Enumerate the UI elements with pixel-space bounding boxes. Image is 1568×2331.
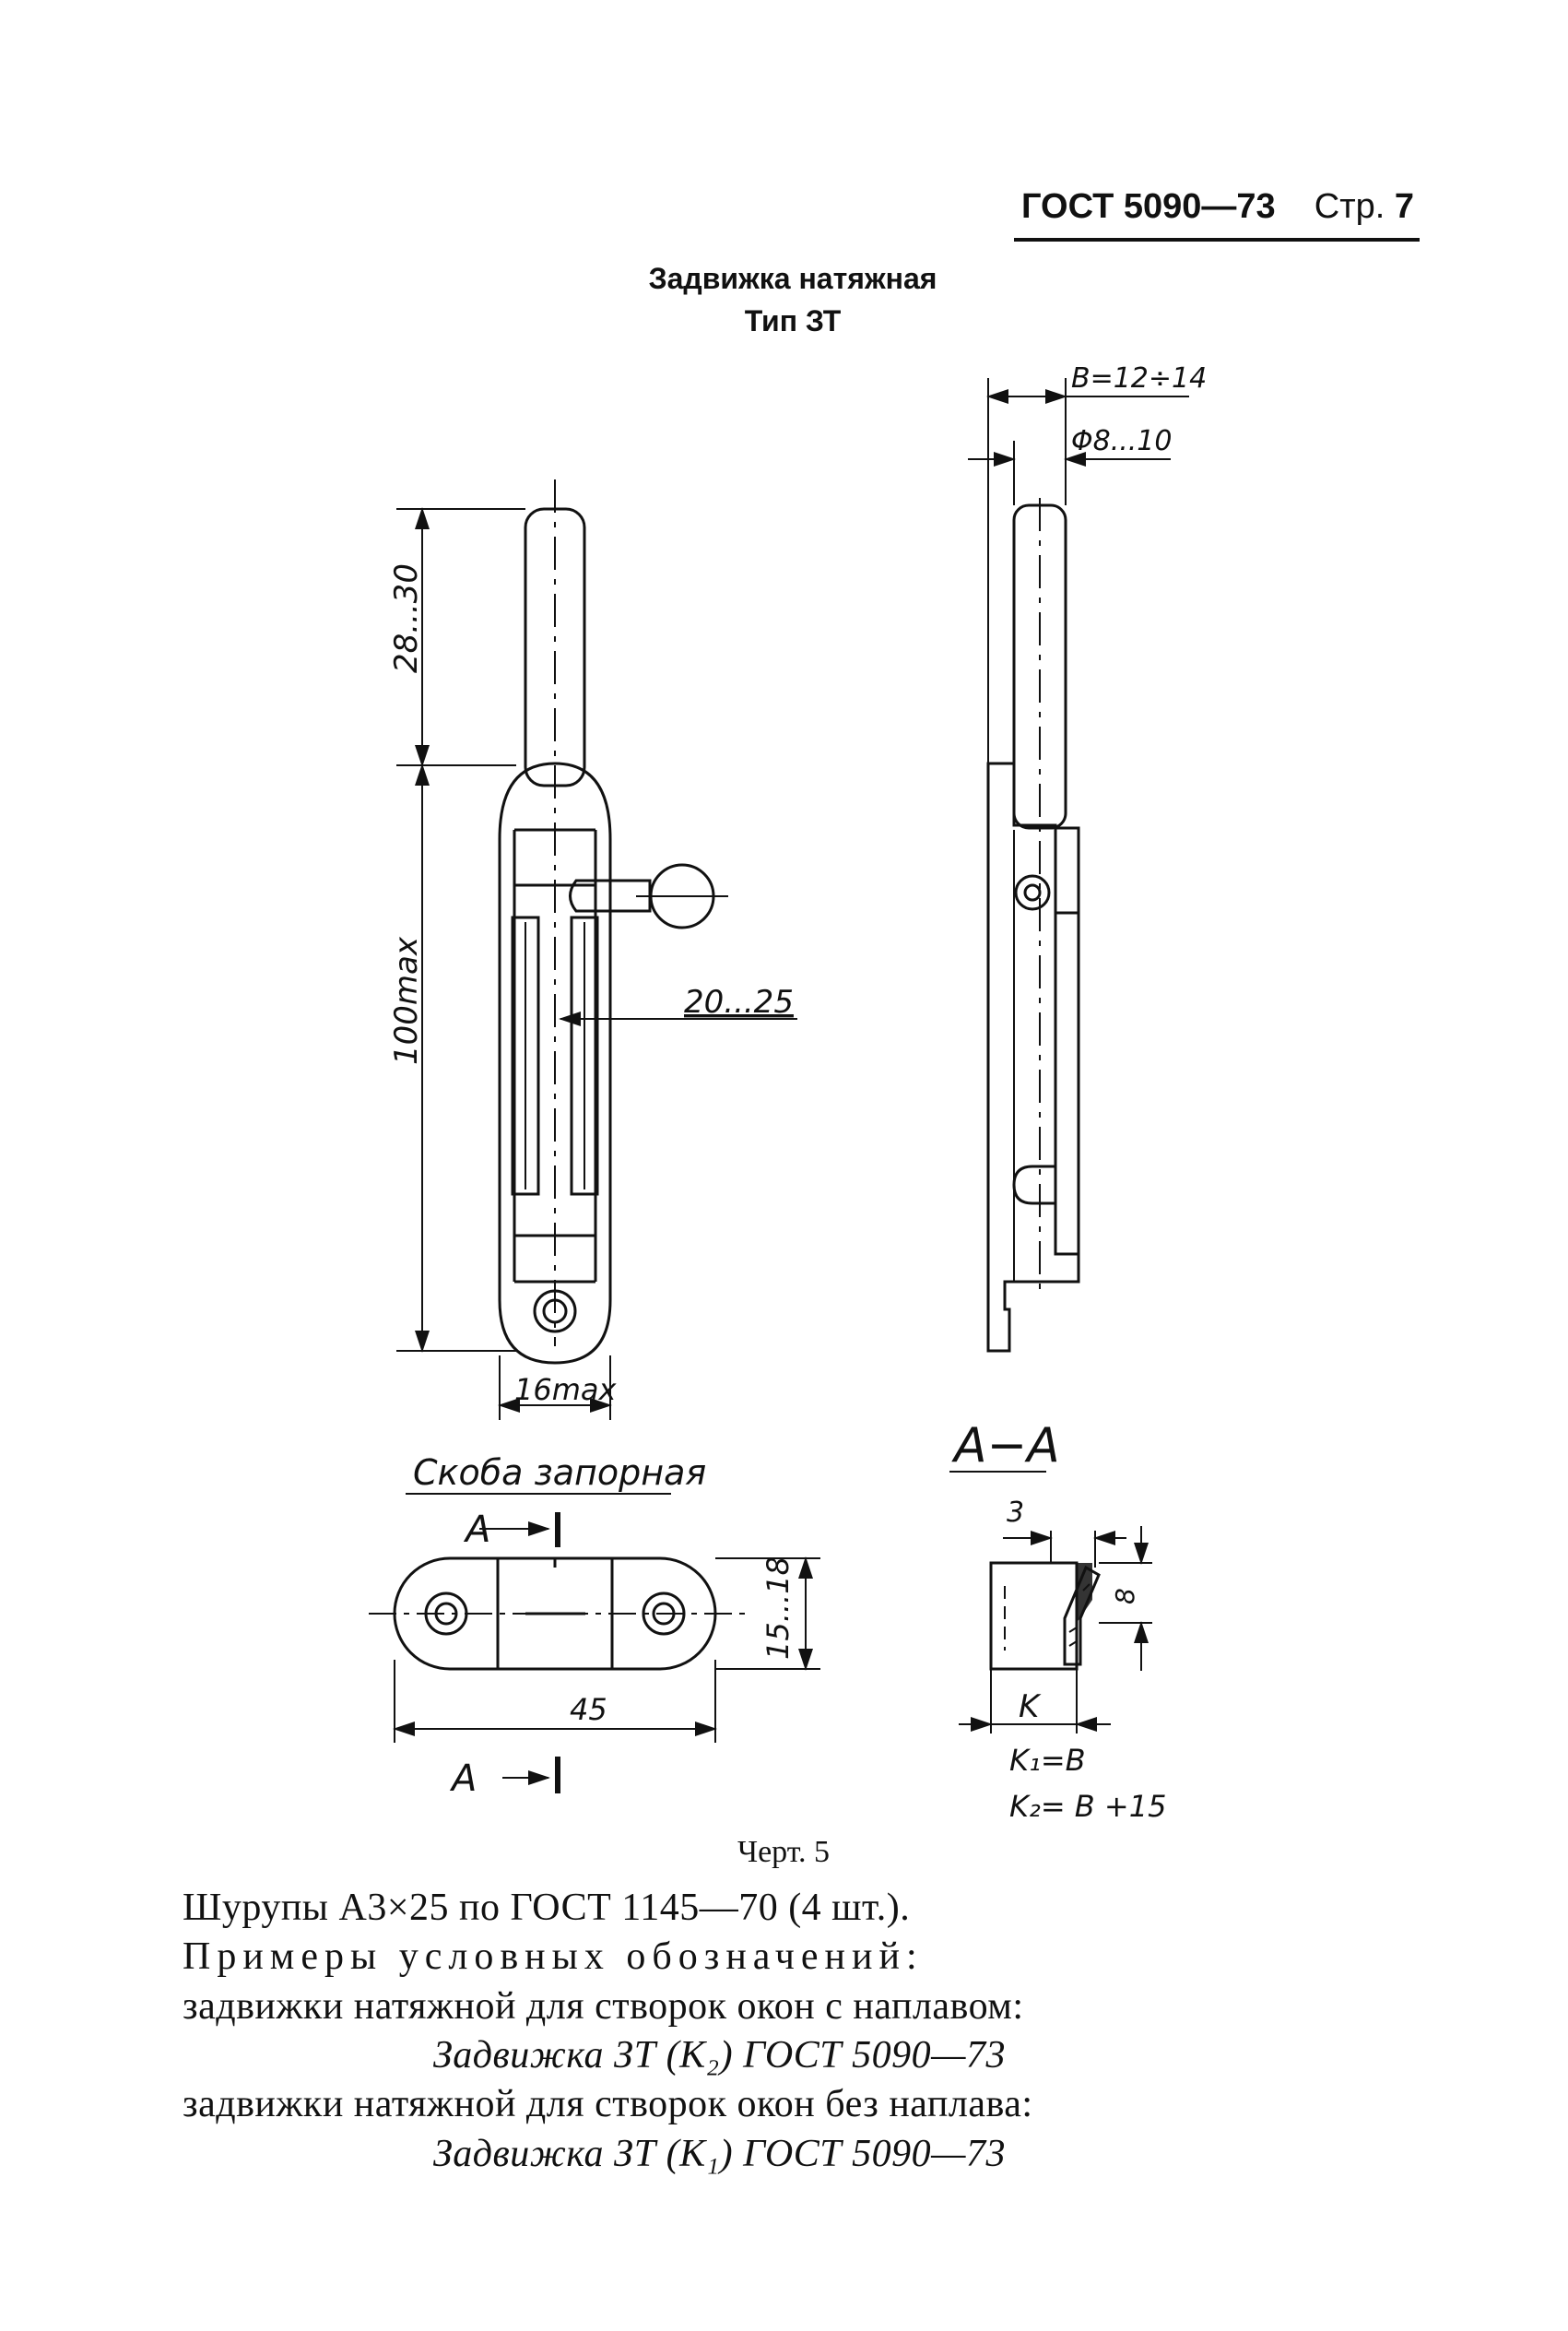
section-marker-top: A: [463, 1509, 490, 1551]
dim-20-25: 20...25: [684, 984, 794, 1021]
body-line-examples-heading: Примеры условных обозначений:: [183, 1935, 924, 1978]
dim-28-30: 28...30: [388, 563, 425, 673]
figure-subtitle: Тип ЗТ: [744, 304, 842, 337]
standard-number: ГОСТ 5090—73: [1021, 187, 1276, 226]
dim-15-18: 15...18: [760, 1556, 796, 1660]
page-number: Стр. 7: [1314, 187, 1414, 226]
formula-k2: K₂= B +15: [1009, 1789, 1166, 1824]
body-line-without-overlap: задвижки натяжной для створок окон без н…: [183, 2083, 1033, 2125]
page-header: ГОСТ 5090—73 Стр. 7: [1014, 177, 1420, 242]
dim-k: K: [1019, 1688, 1042, 1725]
bolt-side-view: [986, 498, 1080, 1353]
side-dimensions: [968, 378, 1189, 763]
bracket-label: Скоба запорная: [413, 1452, 706, 1493]
section-marker-bottom: A: [449, 1757, 477, 1800]
designation-k1: Задвижка ЗТ (К₁) ГОСТ 5090—73: [433, 2133, 1006, 2175]
dim-8: 8: [1110, 1588, 1140, 1604]
dim-3: 3: [1007, 1497, 1024, 1529]
dim-phi: Φ8...10: [1071, 425, 1172, 457]
designation-k2: Задвижка ЗТ (К₂) ГОСТ 5090—73: [433, 2034, 1006, 2077]
figure-title: Задвижка натяжная: [648, 262, 937, 295]
section-aa-view: [989, 1561, 1101, 1671]
section-dimensions: [959, 1526, 1152, 1733]
body-line-with-overlap: задвижки натяжной для створок окон с нап…: [183, 1985, 1024, 2028]
front-dimensions: [396, 507, 797, 1420]
dim-16max: 16max: [514, 1372, 618, 1407]
formula-k1: K₁=B: [1009, 1743, 1086, 1778]
bolt-front-view: [498, 479, 728, 1365]
dim-45: 45: [570, 1692, 607, 1727]
body-line-screws: Шурупы А3×25 по ГОСТ 1145—70 (4 шт.).: [183, 1887, 911, 1929]
section-aa-label: A−A: [951, 1418, 1060, 1473]
bracket-view: [369, 1556, 747, 1671]
figure-caption: Черт. 5: [737, 1835, 831, 1869]
bracket-dimensions: [393, 1512, 820, 1793]
dim-b: B=12÷14: [1071, 362, 1207, 395]
dim-100max: 100max: [388, 936, 425, 1065]
